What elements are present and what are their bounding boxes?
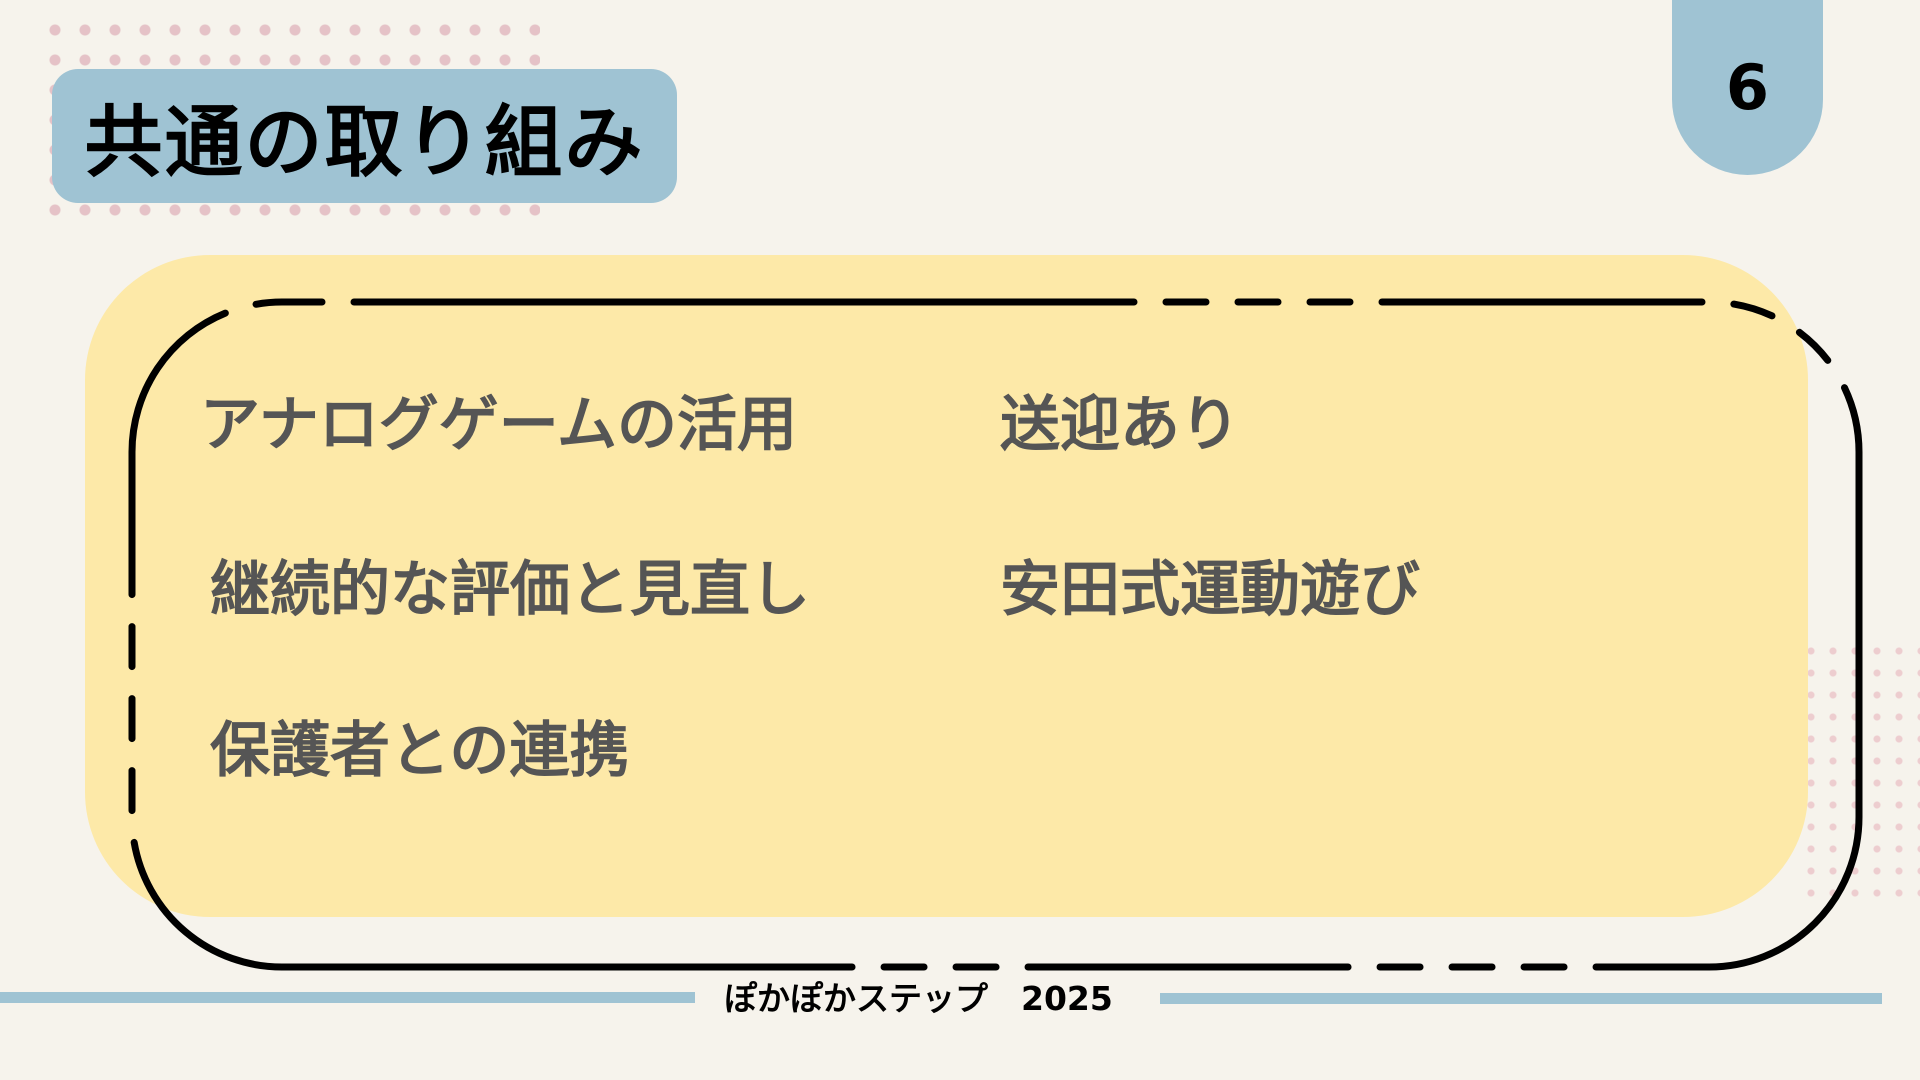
item-yasuda-exercise: 安田式運動遊び: [1000, 555, 1420, 625]
footer-line-left: [0, 992, 695, 1003]
title-banner: 共通の取り組み: [52, 69, 677, 203]
item-transport: 送迎あり: [1000, 390, 1240, 460]
item-analog-games: アナログゲームの活用: [200, 390, 797, 460]
page-number-tab: 6: [1672, 0, 1823, 175]
footer-line-right: [1160, 993, 1882, 1004]
content-panel: [85, 255, 1808, 917]
page-number: 6: [1725, 51, 1770, 124]
page-title: 共通の取り組み: [84, 98, 645, 188]
footer-text: ぽかぽかステップ 2025: [724, 979, 1113, 1018]
item-continuous-evaluation: 継続的な評価と見直し: [210, 555, 810, 625]
item-parent-collaboration: 保護者との連携: [210, 716, 630, 786]
